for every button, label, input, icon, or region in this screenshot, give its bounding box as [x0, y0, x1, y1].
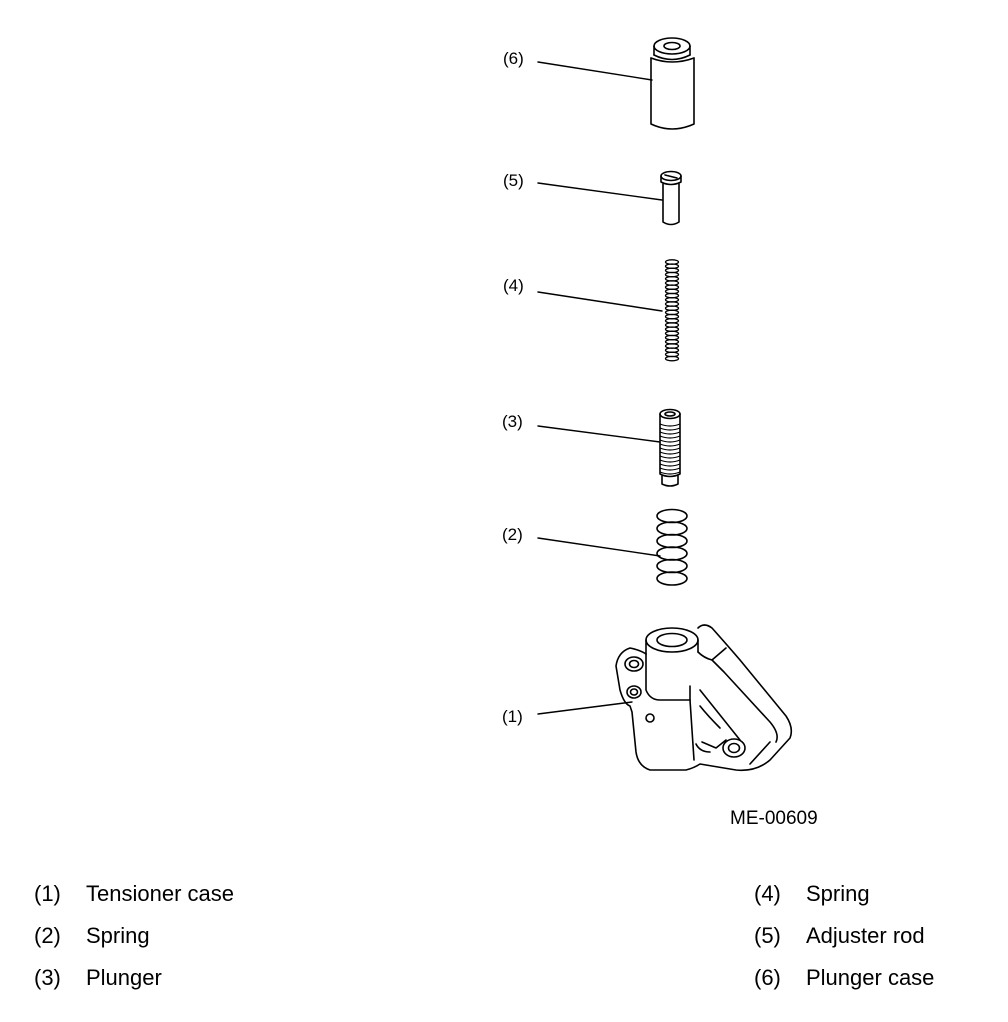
- legend-label: Spring: [86, 923, 150, 948]
- callout-1: (1): [502, 707, 523, 726]
- coil-turn: [656, 533, 688, 549]
- coil-turn: [664, 355, 680, 362]
- plunger-ring: [659, 431, 681, 435]
- callout-6: (6): [503, 49, 524, 68]
- small-spring-part: [664, 259, 680, 362]
- plunger-ring: [659, 471, 681, 475]
- legend-label: Plunger case: [806, 965, 935, 990]
- legend-label: Plunger: [86, 965, 162, 990]
- legend-number: (2): [34, 923, 61, 948]
- plunger-ring: [659, 459, 681, 463]
- coil-turn: [656, 521, 688, 536]
- leader-lines: [537, 61, 663, 715]
- plunger-ring: [659, 467, 681, 471]
- coil-turn: [656, 558, 688, 574]
- plunger-case-part: [650, 37, 695, 130]
- callout-5: (5): [503, 171, 524, 190]
- coil-turn: [656, 571, 688, 586]
- callout-4: (4): [503, 276, 524, 295]
- plunger-ring: [659, 423, 681, 427]
- plunger-part: [659, 408, 681, 487]
- plunger-ring: [659, 447, 681, 451]
- plunger-ring: [659, 439, 681, 443]
- plunger-ring: [659, 451, 681, 455]
- plunger-ring: [659, 427, 681, 431]
- legend-label: Adjuster rod: [806, 923, 925, 948]
- coil-turn: [656, 546, 688, 561]
- large-spring-part: [656, 508, 688, 586]
- legend-label: Spring: [806, 881, 870, 906]
- coil-turn: [656, 508, 688, 524]
- adjuster-rod-part: [660, 170, 682, 226]
- callout-3: (3): [502, 412, 523, 431]
- tensioner-case-part: [615, 624, 793, 772]
- plunger-ring: [659, 463, 681, 467]
- legend-number: (6): [754, 965, 781, 990]
- callout-2: (2): [502, 525, 523, 544]
- legend-label: Tensioner case: [86, 881, 234, 906]
- legend-number: (1): [34, 881, 61, 906]
- plunger-ring: [659, 455, 681, 459]
- legend-number: (3): [34, 965, 61, 990]
- legend-number: (5): [754, 923, 781, 948]
- plunger-ring: [659, 435, 681, 439]
- figure-code: ME-00609: [730, 808, 818, 829]
- plunger-ring: [659, 443, 681, 447]
- legend-number: (4): [754, 881, 781, 906]
